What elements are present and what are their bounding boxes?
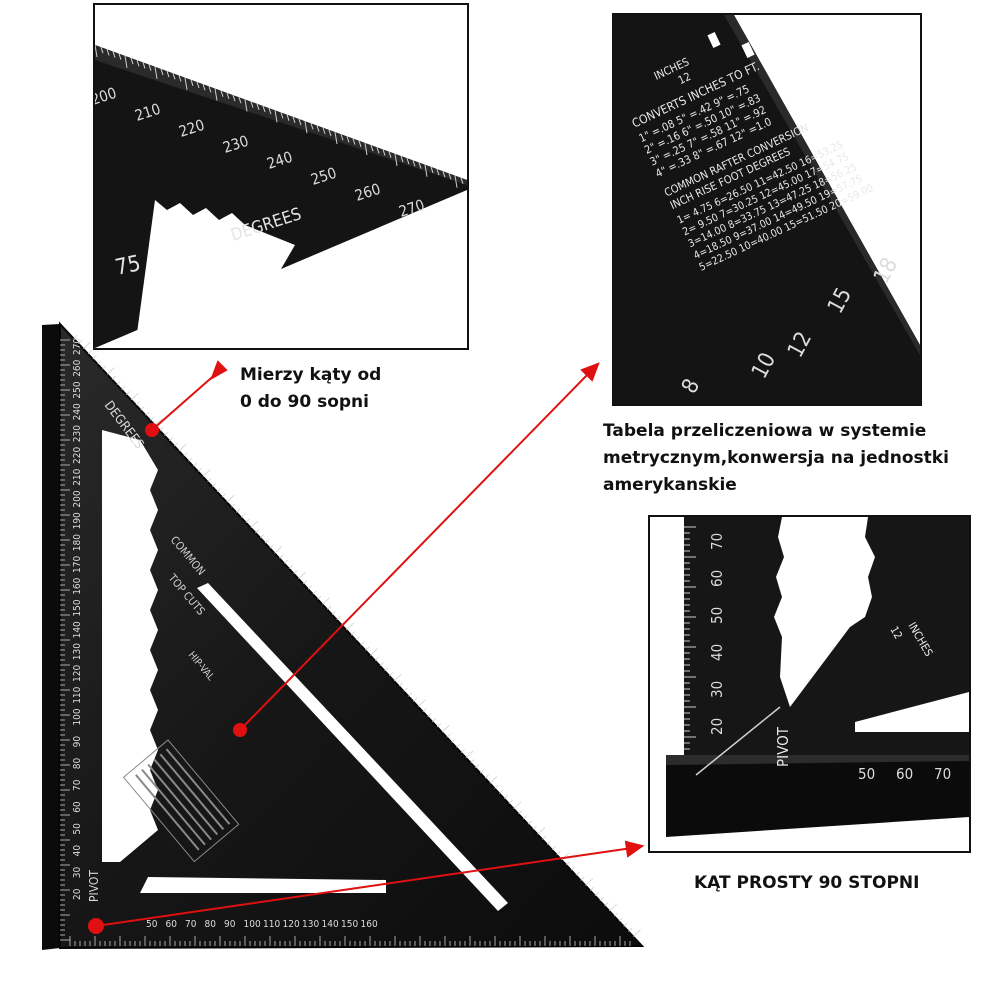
square-scale-number: 150 [341, 919, 358, 930]
square-left-scale: 20 30 40 50 60 70 80 90 100 110 120 130 140 150 160 170… [72, 338, 83, 900]
square-hypotenuse-ticks [73, 334, 641, 937]
zoom-degrees-number: 200 [95, 84, 119, 109]
square-scale-number: 70 [72, 779, 83, 791]
zoom-panel-table: INCHES 12 CONVERTS INCHES TO FT. 1" =.08… [612, 13, 922, 406]
square-conversion-table [122, 739, 240, 863]
square-scale-number: 140 [322, 919, 339, 930]
zoom-table-image: INCHES 12 CONVERTS INCHES TO FT. 1" =.08… [614, 15, 920, 404]
square-scale-number: 110 [263, 919, 280, 930]
zoom-pivot-scale-number: 50 [708, 607, 726, 624]
square-scale-number: 160 [361, 919, 378, 930]
caption-table: Tabela przeliczeniowa w systemie metrycz… [603, 418, 949, 499]
zoom-pivot-scale-number: 60 [708, 570, 726, 587]
square-scale-number: 120 [283, 919, 300, 930]
square-scale-number: 60 [72, 801, 83, 813]
square-scale-number: 270 [72, 338, 83, 355]
square-scale-number: 150 [72, 599, 83, 616]
zoom-pivot-bottom-number: 50 [858, 765, 875, 783]
caption-angles-line: 0 do 90 sopni [240, 392, 369, 412]
square-slot-bottom [140, 877, 386, 893]
callout-arrows [88, 360, 645, 934]
square-scale-number: 200 [72, 490, 83, 507]
square-scale-number: 190 [72, 512, 83, 529]
square-scale-number: 180 [72, 534, 83, 551]
square-scale-number: 160 [72, 577, 83, 594]
caption-table-line: Tabela przeliczeniowa w systemie [603, 421, 927, 441]
square-scale-number: 50 [146, 919, 158, 930]
square-scale-number: 40 [72, 845, 83, 857]
square-scale-number: 20 [72, 888, 83, 900]
caption-angles-line: Mierzy kąty od [240, 365, 382, 385]
square-left-ticks [60, 339, 70, 941]
zoom-pivot-inches-value: 12 [887, 624, 905, 641]
square-scale-number: 60 [166, 919, 178, 930]
zoom-pivot-bottom-scale: 50 60 70 [858, 765, 951, 783]
square-slot-hypotenuse [197, 583, 508, 911]
square-scale-number: 120 [72, 665, 83, 682]
square-scale-number: 130 [302, 919, 319, 930]
square-scale-number: 250 [72, 381, 83, 398]
square-scale-number: 80 [205, 919, 217, 930]
square-scale-number: 50 [72, 823, 83, 835]
square-scale-number: 70 [185, 919, 197, 930]
square-scale-number: 220 [72, 447, 83, 464]
square-scale-number: 240 [72, 403, 83, 420]
square-fence [42, 324, 60, 950]
square-scale-number: 170 [72, 556, 83, 573]
zoom-pivot-bottom-number: 70 [934, 765, 951, 783]
square-scale-number: 30 [72, 866, 83, 878]
square-scale-number: 100 [72, 708, 83, 725]
square-scale-number: 140 [72, 621, 83, 638]
square-slot-vertical [102, 430, 158, 862]
zoom-pivot-scale-number: 30 [708, 681, 726, 698]
zoom-pivot-bottom-number: 60 [896, 765, 913, 783]
zoom-pivot-label: PIVOT [774, 726, 792, 767]
zoom-pivot-scale: 20 30 40 50 60 70 [708, 533, 726, 735]
zoom-degrees-angle: 75 [113, 251, 143, 281]
square-body [59, 321, 645, 950]
caption-table-line: metrycznym,konwersja na jednostki [603, 448, 949, 468]
caption-right-angle-line: KĄT PROSTY 90 STOPNI [694, 873, 920, 893]
square-scale-number: 80 [72, 757, 83, 769]
zoom-pivot-scale-number: 20 [708, 718, 726, 735]
square-scale-number: 110 [72, 686, 83, 703]
caption-table-line: amerykanskie [603, 475, 737, 495]
zoom-pivot-scale-number: 70 [708, 533, 726, 550]
square-scale-number: 90 [224, 919, 236, 930]
square-scale-number: 90 [72, 736, 83, 748]
zoom-table-inches-value: 12 [676, 70, 693, 87]
square-scale-number: 210 [72, 468, 83, 485]
square-scale-number: 100 [244, 919, 261, 930]
caption-angles: Mierzy kąty od 0 do 90 sopni [240, 362, 381, 416]
square-bottom-ticks [69, 936, 631, 946]
square-scale-number: 260 [72, 359, 83, 376]
square-scale-number: 130 [72, 643, 83, 660]
square-scale-number: 230 [72, 425, 83, 442]
caption-right-angle: KĄT PROSTY 90 STOPNI [694, 870, 919, 897]
zoom-pivot-scale-number: 40 [708, 644, 726, 661]
square-pivot-label: PIVOT [87, 870, 101, 902]
